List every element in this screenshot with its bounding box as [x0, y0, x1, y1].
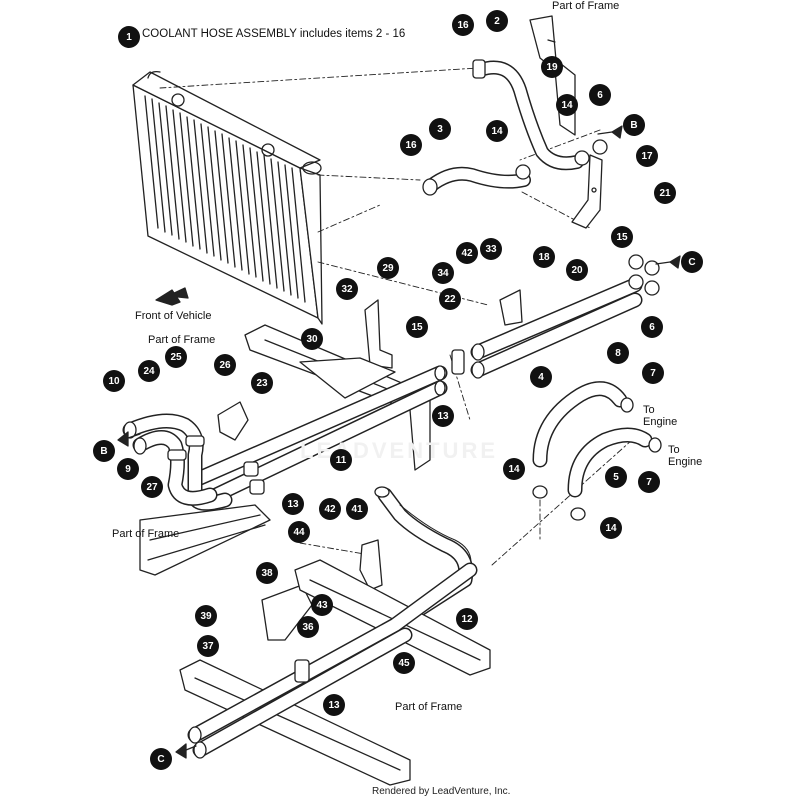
connector-b-left: B	[93, 440, 115, 462]
callout-21: 21	[654, 182, 676, 204]
callout-15: 15	[406, 316, 428, 338]
callout-43: 43	[311, 594, 333, 616]
callout-13: 13	[282, 493, 304, 515]
callout-19: 19	[541, 56, 563, 78]
callout-32: 32	[336, 278, 358, 300]
callout-16: 16	[400, 134, 422, 156]
label-part-of-frame-mid: Part of Frame	[148, 334, 216, 346]
bracket-33	[499, 289, 523, 326]
callout-6: 6	[589, 84, 611, 106]
callout-37: 37	[197, 635, 219, 657]
frame-bottom	[179, 559, 491, 786]
callout-34: 34	[432, 262, 454, 284]
label-part-of-frame-left: Part of Frame	[112, 528, 180, 540]
callout-5: 5	[605, 466, 627, 488]
connector-b-right: B	[623, 114, 645, 136]
callout-26: 26	[214, 354, 236, 376]
callout-27: 27	[141, 476, 163, 498]
callout-12: 12	[456, 608, 478, 630]
radiator	[132, 70, 323, 325]
pipes-13-upper	[192, 349, 465, 506]
footer-credit: Rendered by LeadVenture, Inc.	[372, 786, 511, 797]
callout-33: 33	[480, 238, 502, 260]
callout-16: 16	[452, 14, 474, 36]
hose-2	[472, 59, 584, 171]
pipes-13-lower	[187, 562, 478, 759]
callout-14: 14	[600, 517, 622, 539]
bracket-17	[571, 154, 603, 229]
bracket-23	[217, 401, 249, 441]
callout-42: 42	[456, 242, 478, 264]
callout-14: 14	[486, 120, 508, 142]
flow-arrows	[117, 125, 681, 759]
callout-4: 4	[530, 366, 552, 388]
label-part-of-frame-bottom: Part of Frame	[395, 701, 463, 713]
callout-13: 13	[432, 405, 454, 427]
connector-c-right: C	[681, 251, 703, 273]
label-to-engine-1: To Engine	[643, 404, 678, 428]
label-front-of-vehicle: Front of Vehicle	[135, 310, 212, 322]
callout-3: 3	[429, 118, 451, 140]
callout-10: 10	[103, 370, 125, 392]
callout-30: 30	[301, 328, 323, 350]
callout-8: 8	[607, 342, 629, 364]
assembly-title: COOLANT HOSE ASSEMBLY includes items 2 -…	[142, 28, 406, 40]
callout-41: 41	[346, 498, 368, 520]
callout-2: 2	[486, 10, 508, 32]
callout-25: 25	[165, 346, 187, 368]
callout-6: 6	[641, 316, 663, 338]
label-part-of-frame-top: Part of Frame	[552, 0, 620, 12]
callout-14: 14	[503, 458, 525, 480]
callout-39: 39	[195, 605, 217, 627]
callout-7: 7	[642, 362, 664, 384]
callout-14: 14	[556, 94, 578, 116]
callout-22: 22	[439, 288, 461, 310]
hoses-4-5	[532, 381, 662, 521]
callout-42: 42	[319, 498, 341, 520]
callout-7: 7	[638, 471, 660, 493]
callout-18: 18	[533, 246, 555, 268]
callout-29: 29	[377, 257, 399, 279]
bracket-41	[359, 539, 383, 591]
callout-20: 20	[566, 259, 588, 281]
callout-13: 13	[323, 694, 345, 716]
label-to-engine-2: To Engine	[668, 444, 703, 468]
bracket-29	[364, 299, 393, 369]
callout-15: 15	[611, 226, 633, 248]
callout-9: 9	[117, 458, 139, 480]
callout-45: 45	[393, 652, 415, 674]
hoses-left	[122, 413, 233, 511]
callout-36: 36	[297, 616, 319, 638]
callout-44: 44	[288, 521, 310, 543]
callout-23: 23	[251, 372, 273, 394]
callout-24: 24	[138, 360, 160, 382]
frame-left	[139, 504, 271, 576]
pipes-8	[470, 254, 660, 379]
connector-c-bottom: C	[150, 748, 172, 770]
callout-11: 11	[330, 449, 352, 471]
callout-38: 38	[256, 562, 278, 584]
hose-3	[422, 139, 608, 196]
callout-assembly: 1	[118, 26, 140, 48]
callout-17: 17	[636, 145, 658, 167]
